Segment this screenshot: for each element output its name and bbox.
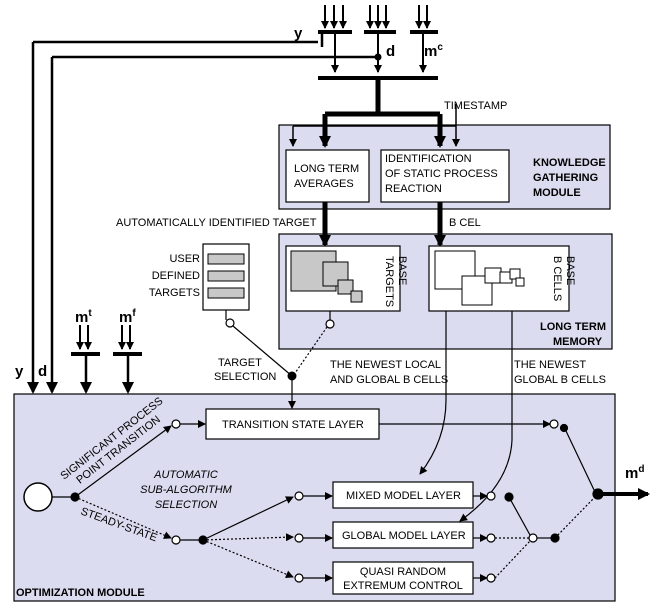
optimization-module-title: OPTIMIZATION MODULE — [16, 587, 145, 599]
d-left-label: d — [38, 363, 47, 380]
input-y-label: y — [294, 25, 303, 42]
input-mc-label: mc — [424, 42, 443, 60]
target-selection-switch — [225, 310, 335, 409]
targets-base-label: TARGETSBASE — [383, 256, 408, 307]
user-target-item — [207, 270, 245, 282]
optimization-wiring — [23, 419, 604, 583]
mixed-model-layer-label: MIXED MODEL LAYER — [346, 490, 461, 502]
input-d-label: d — [386, 43, 395, 60]
transition-state-layer — [205, 408, 380, 440]
input-node — [23, 482, 53, 512]
global-model-layer-label: GLOBAL MODEL LAYER — [342, 530, 466, 542]
mixed-model-layer — [332, 481, 474, 509]
feedback-lines — [27, 32, 382, 394]
user-target-item — [207, 253, 245, 265]
user-target-item — [207, 287, 245, 299]
transition-state-layer-label: TRANSITION STATE LAYER — [222, 419, 364, 431]
global-model-layer — [332, 521, 474, 549]
b-cel-label: B CEL — [449, 217, 481, 229]
input-lines — [289, 5, 460, 148]
identification-box — [380, 149, 510, 203]
y-left-label: y — [15, 363, 24, 380]
timestamp-label: TIMESTAMP — [444, 100, 507, 112]
input-mf-label: mf — [119, 308, 136, 326]
input-mt-label: mt — [75, 308, 92, 326]
auto-target-label: AUTOMATICALLY IDENTIFIED TARGET — [116, 217, 317, 229]
long-term-averages-box — [285, 149, 370, 203]
quasi-random-box — [332, 561, 474, 595]
memory-feed-arrows — [319, 202, 446, 247]
targets-base-icon — [290, 250, 363, 303]
output-label: md — [625, 464, 644, 482]
bcells-base-icon — [434, 250, 525, 306]
bcells-feed-lines — [419, 311, 513, 522]
bcells-base-label: B CELLSBASE — [551, 256, 576, 301]
